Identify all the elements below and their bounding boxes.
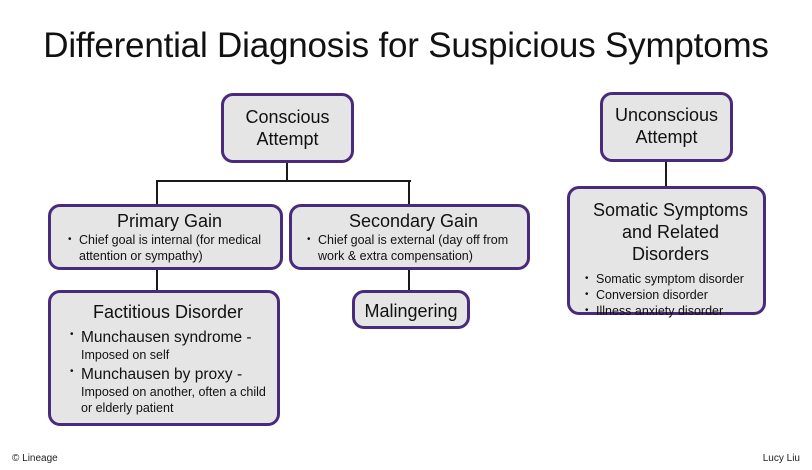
bullet-list: Somatic symptom disorder Conversion diso…	[584, 271, 757, 319]
bullet-list: Munchausen syndrome - Imposed on self Mu…	[69, 329, 267, 416]
connector-horizontal-branch	[156, 180, 411, 182]
item-detail: Imposed on self	[81, 348, 170, 362]
bullet-item: Chief goal is external (day off from wor…	[306, 232, 521, 264]
connector-to-secondary-gain	[408, 180, 410, 205]
node-label: Attempt	[256, 129, 319, 149]
connector-unconscious-to-somatic	[665, 160, 667, 187]
connector-secondary-to-malingering	[408, 268, 410, 291]
bullet-item: Illness anxiety disorder	[584, 303, 757, 319]
bullet-item: Chief goal is internal (for medical atte…	[67, 232, 272, 264]
node-label: Somatic Symptoms	[592, 200, 749, 220]
node-label: Unconscious	[614, 105, 719, 125]
bullet-item: Conversion disorder	[584, 287, 757, 303]
node-label: Malingering	[364, 301, 458, 321]
node-factitious-disorder: Factitious Disorder Munchausen syndrome …	[48, 290, 280, 426]
node-label: Conscious	[245, 107, 330, 127]
item-detail: Imposed on another, often a child or eld…	[81, 385, 266, 415]
item-name: Munchausen by proxy -	[81, 366, 243, 383]
bullet-item: Munchausen by proxy - Imposed on another…	[69, 366, 267, 416]
bullet-list: Chief goal is external (day off from wor…	[306, 232, 521, 264]
author-text: Lucy Liu	[762, 453, 800, 464]
copyright-text: © Lineage	[12, 453, 58, 464]
node-primary-gain: Primary Gain Chief goal is internal (for…	[48, 204, 283, 270]
diagram-title: Differential Diagnosis for Suspicious Sy…	[43, 26, 769, 65]
bullet-list: Chief goal is internal (for medical atte…	[67, 232, 272, 264]
node-label: Attempt	[635, 127, 698, 147]
node-unconscious-attempt: Unconscious Attempt	[600, 92, 733, 162]
node-conscious-attempt: Conscious Attempt	[221, 93, 354, 163]
node-secondary-gain: Secondary Gain Chief goal is external (d…	[289, 204, 530, 270]
node-label: Secondary Gain	[348, 211, 479, 231]
connector-primary-to-factitious	[156, 268, 158, 291]
bullet-item: Somatic symptom disorder	[584, 271, 757, 287]
item-name: Munchausen syndrome -	[81, 329, 252, 346]
node-label: and Related Disorders	[621, 222, 720, 264]
node-label: Factitious Disorder	[92, 302, 244, 322]
node-label: Primary Gain	[116, 211, 223, 231]
node-somatic-symptoms: Somatic Symptoms and Related Disorders S…	[567, 186, 766, 319]
connector-conscious-down	[286, 162, 288, 182]
node-malingering: Malingering	[352, 290, 470, 329]
connector-to-primary-gain	[156, 180, 158, 205]
bullet-item: Munchausen syndrome - Imposed on self	[69, 329, 267, 363]
